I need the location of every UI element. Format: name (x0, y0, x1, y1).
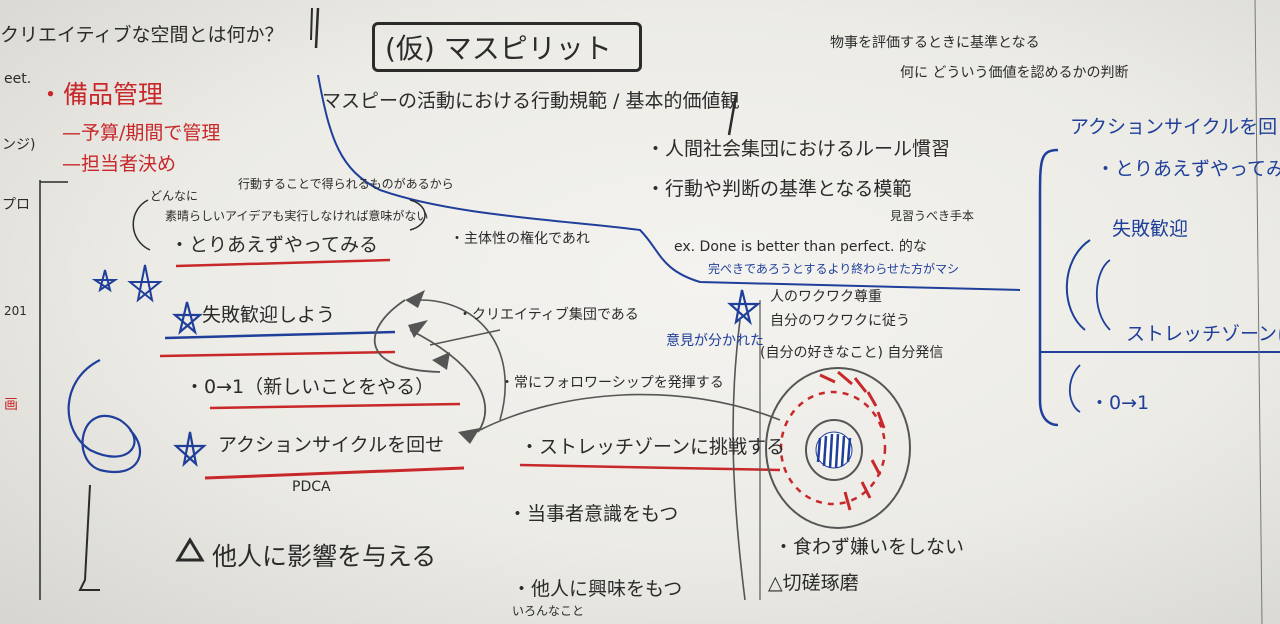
definition-line-2: ・人間社会集団におけるルール慣習 (646, 138, 951, 160)
right-heading: アクションサイクルを回 (1070, 116, 1278, 138)
right-item-jump: ・とりあえずやってみる (1096, 158, 1280, 180)
definition-line-3: ・行動や判断の基準となる模範 (646, 178, 912, 200)
note-pdca: PDCA (292, 479, 331, 495)
right-item-failure: 失敗歓迎 (1112, 218, 1189, 240)
note-dont-dislike: ・食わず嫌いをしない (774, 536, 965, 558)
note-followership: ・常にフォロワーシップを発揮する (500, 375, 724, 391)
note-ex: ex. Done is better than perfect. 的な (674, 239, 927, 255)
note-creative: ・クリエイティブ集団である (458, 307, 639, 323)
top-left-heading: クリエイティブな空間とは何か？ (0, 24, 284, 46)
note-small-2: どんなに (150, 189, 199, 203)
note-influence: 他人に影響を与える (212, 542, 437, 571)
note-small-3: 素晴らしいアイデアも実行しなければ意味がない (165, 209, 429, 223)
right-item-zero-one: ・0→1 (1090, 392, 1150, 414)
margin-fragment-3: プロ (2, 197, 30, 213)
note-ex-blue: 完ぺきであろうとするより終わらせた方がマシ (708, 262, 960, 276)
note-friendly-rivalry: △切磋琢磨 (768, 572, 859, 594)
value-note-1: 物事を評価するときに基準となる (830, 35, 1040, 51)
note-interest-sub: いろんなこと (512, 604, 585, 618)
note-interest: ・他人に興味をもつ (512, 578, 683, 600)
definition-line-4: 見習うべき手本 (890, 209, 975, 223)
note-self: (自分の好きなこと) 自分発信 (760, 345, 944, 361)
equipment-budget: —予算/期間で管理 (62, 122, 221, 144)
note-stretch: ・ストレッチゾーンに挑戦する (520, 436, 786, 458)
note-jump: ・とりあえずやってみる (170, 234, 379, 256)
value-note-2: 何に どういう価値を認めるかの判断 (900, 65, 1129, 81)
note-iken: 意見が分かれた (666, 333, 764, 349)
note-action-cycle: アクションサイクルを回せ (218, 434, 445, 456)
equipment-heading: ・備品管理 (38, 80, 164, 109)
margin-fragment-5: 画 (4, 397, 18, 413)
note-ownership: ・当事者意識をもつ (508, 503, 679, 525)
note-subjectivity: ・主体性の権化であれ (450, 231, 590, 247)
note-small-1: 行動することで得られるものがあるから (238, 177, 454, 191)
note-waku-2: 自分のワクワクに従う (770, 313, 910, 329)
note-waku-1: 人のワクワク尊重 (770, 289, 882, 305)
right-item-stretch: ストレッチゾーンに (1126, 323, 1280, 345)
margin-fragment-2: ンジ) (2, 137, 36, 153)
definition-line-1: マスピーの活動における行動規範 / 基本的価値観 (322, 90, 740, 112)
margin-fragment-4: 201 (4, 304, 27, 318)
note-zero-one: ・0→1（新しいことをやる） (185, 376, 435, 398)
margin-fragment-1: eet. (4, 71, 32, 87)
note-failure: 失敗歓迎しよう (202, 304, 336, 326)
equipment-owner: —担当者決め (62, 153, 177, 175)
page-title: (仮) マスピリット (372, 22, 642, 72)
